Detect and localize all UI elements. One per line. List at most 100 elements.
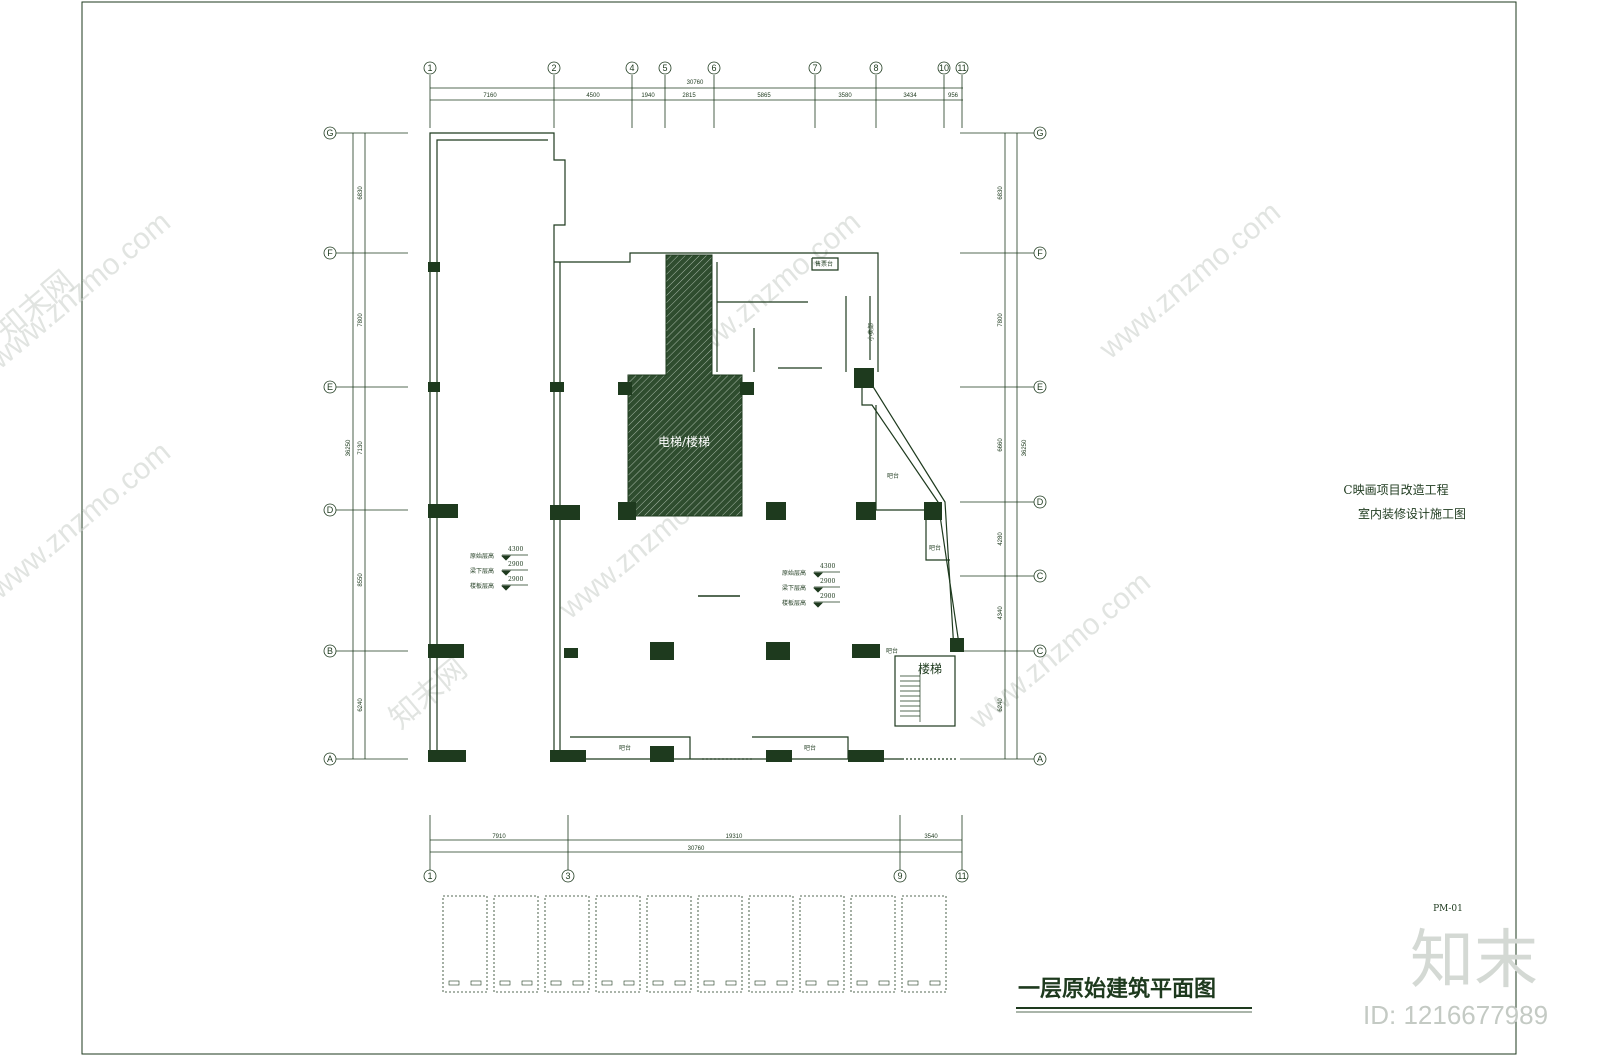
- axis-label: A: [1037, 754, 1043, 764]
- dim-label: 8550: [358, 573, 364, 587]
- axis-label: 1: [427, 63, 432, 73]
- dim-total: 36250: [346, 439, 352, 456]
- dim-total: 30760: [688, 846, 705, 852]
- right-axis-labels: G F E D C C A: [1036, 128, 1043, 764]
- level-value: 2900: [508, 561, 523, 568]
- right-axis-bubbles: [1033, 126, 1047, 766]
- dim-label: 3580: [838, 93, 852, 99]
- level-value: 4300: [508, 546, 523, 553]
- stair-label: 楼梯: [918, 661, 942, 676]
- axis-label: G: [1036, 128, 1043, 138]
- dim-label: 3434: [903, 93, 917, 99]
- level-label: 梁下层高: [470, 567, 494, 575]
- counter-label: 售票台: [815, 260, 833, 268]
- dim-label: 6660: [998, 438, 1004, 452]
- axis-label: 6: [711, 63, 716, 73]
- level-label: 梁下层高: [782, 584, 806, 592]
- dim-label: 3540: [924, 834, 938, 840]
- watermark-id: ID: 1216677989: [1363, 1000, 1548, 1030]
- axis-label: A: [327, 754, 333, 764]
- dim-label: 956: [948, 93, 959, 99]
- axis-label: 2: [551, 63, 556, 73]
- dim-label: 6240: [358, 698, 364, 712]
- axis-label: F: [327, 248, 333, 258]
- dim-label: 1940: [641, 93, 655, 99]
- axis-label: 11: [957, 871, 966, 881]
- room-labels: 售票台 小卖部 吧台 吧台 吧台 吧台 吧台: [619, 260, 941, 752]
- elevator-stair-core: [627, 254, 743, 517]
- dim-label: 2815: [682, 93, 696, 99]
- dim-label: 6830: [358, 186, 364, 200]
- counter-label: 吧台: [886, 647, 898, 655]
- level-label: 楼板层高: [470, 582, 494, 590]
- dim-label: 7800: [998, 313, 1004, 327]
- level-value: 2900: [820, 578, 835, 585]
- axis-label: 11: [957, 63, 966, 73]
- building-walls: [429, 132, 961, 760]
- axis-label: 5: [662, 63, 667, 73]
- left-dimension-labels: 6830 7800 7130 8550 6240 36250: [346, 186, 364, 712]
- sheet-frame: [81, 1, 1517, 1055]
- bottom-axis-bubbles: [423, 869, 969, 883]
- axis-label: 3: [565, 871, 570, 881]
- axis-label: 10: [939, 63, 949, 73]
- dim-label: 4340: [998, 606, 1004, 620]
- watermark-brand: 知末网: [383, 652, 473, 735]
- top-segment-dimensions: 7160 4500 1940 2815 5865 3580 3434 956: [483, 93, 958, 99]
- counter-label: 吧台: [804, 744, 816, 752]
- axis-label: 4: [629, 63, 634, 73]
- watermark-url: www.znzmo.com: [1093, 195, 1287, 366]
- dim-label: 4280: [998, 532, 1004, 546]
- dim-label: 19310: [726, 834, 743, 840]
- drawing-subject: 室内装修设计施工图: [1358, 506, 1466, 521]
- level-tags-right: 原始层高 4300 梁下层高 2900 楼板层高 2900: [782, 563, 840, 608]
- bottom-axis-labels: 1 3 9 11: [427, 871, 966, 881]
- counter-label: 吧台: [619, 744, 631, 752]
- watermark-logo: 知末: [1410, 924, 1538, 998]
- bottom-dimension-chain: [429, 815, 963, 870]
- axis-label: 1: [427, 871, 432, 881]
- top-dimension-chain: [429, 75, 963, 128]
- axis-label: B: [327, 646, 333, 656]
- axis-label: D: [327, 505, 334, 515]
- top-axis-bubbles: [423, 61, 969, 75]
- level-tags-left: 原始层高 4300 梁下层高 2900 楼板层高 2900: [470, 546, 528, 591]
- dim-label: 4500: [586, 93, 600, 99]
- axis-label: E: [1037, 382, 1043, 392]
- axis-label: 9: [897, 871, 902, 881]
- axis-label: D: [1037, 497, 1044, 507]
- dim-total: 36250: [1022, 439, 1028, 456]
- level-value: 2900: [508, 576, 523, 583]
- level-value: 4300: [820, 563, 835, 570]
- elevator-stair-label: 电梯/楼梯: [658, 434, 710, 449]
- level-label: 原始层高: [470, 552, 494, 560]
- drawing-number: PM-01: [1433, 904, 1463, 914]
- counter-label: 吧台: [887, 472, 899, 480]
- stair-steps: [900, 670, 921, 722]
- dim-label: 5865: [757, 93, 771, 99]
- left-dimension-chain: [330, 132, 408, 760]
- axis-label: C: [1037, 571, 1044, 581]
- dim-label: 7130: [358, 441, 364, 455]
- right-dimension-chain: [960, 132, 1040, 760]
- level-value: 2900: [820, 593, 835, 600]
- level-label: 楼板层高: [782, 599, 806, 607]
- project-name: C映画项目改造工程: [1343, 482, 1448, 497]
- parking-stalls: [442, 895, 947, 993]
- dim-label: 7910: [492, 834, 506, 840]
- axis-label: C: [1037, 646, 1044, 656]
- drawing-title: 一层原始建筑平面图: [1018, 976, 1216, 1002]
- top-total-dimension: 30760: [687, 80, 704, 86]
- axis-label: 7: [812, 63, 817, 73]
- axis-label: G: [326, 128, 333, 138]
- level-label: 原始层高: [782, 569, 806, 577]
- counter-label: 小卖部: [867, 323, 875, 341]
- left-axis-bubbles: [323, 126, 337, 766]
- left-axis-labels: G F E D B A: [326, 128, 333, 764]
- counter-label: 吧台: [929, 544, 941, 552]
- axis-label: E: [327, 382, 333, 392]
- dim-label: 7800: [358, 313, 364, 327]
- top-axis-labels: 1 2 4 5 6 7 8 10 11: [427, 63, 966, 73]
- columns: [428, 262, 964, 762]
